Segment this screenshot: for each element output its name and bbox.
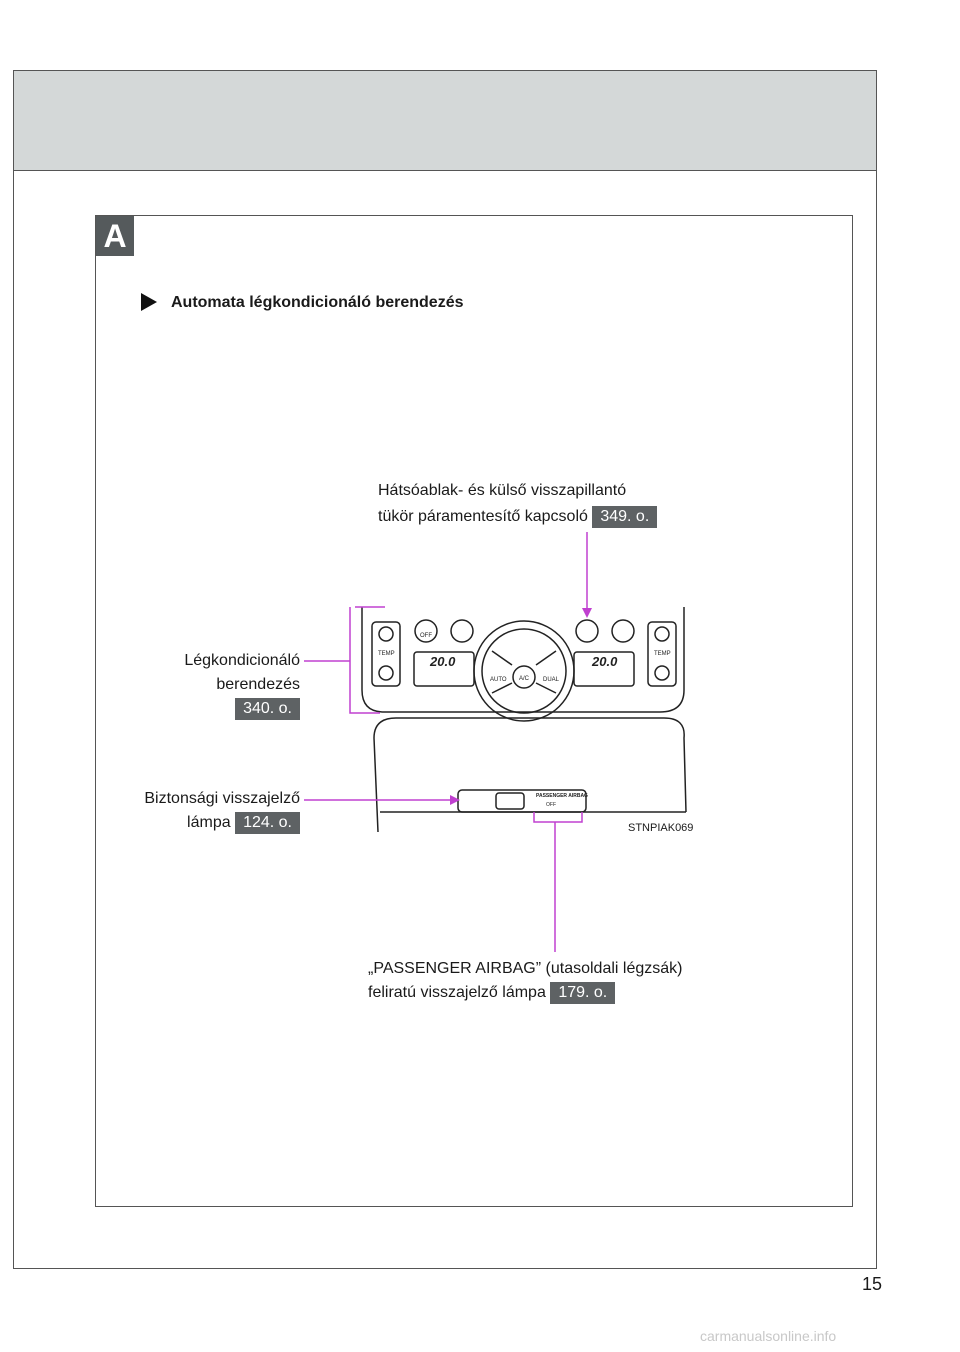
- callout-airbag-line1: „PASSENGER AIRBAG” (utasoldali légzsák): [368, 960, 683, 977]
- heading-arrow-icon: [141, 293, 157, 311]
- left-temp-up-button: [378, 626, 394, 642]
- page-frame: [13, 70, 877, 1269]
- fan-off-button: [414, 619, 438, 643]
- left-temp-down-button: [378, 665, 394, 681]
- callout-security-line1: Biztonsági visszajelző: [144, 790, 300, 807]
- section-heading: Automata légkondicionáló berendezés: [171, 294, 464, 311]
- right-temp-down-button: [654, 665, 670, 681]
- panel-upper-outline: [361, 607, 685, 713]
- rear-defogger-button: [575, 619, 599, 643]
- leader-air-conditioning: [304, 607, 380, 714]
- ac-button: [512, 665, 536, 689]
- recirculation-button: [611, 619, 635, 643]
- ref-link-passenger-airbag[interactable]: 179. o.: [550, 982, 616, 1004]
- ref-link-security[interactable]: 124. o.: [235, 812, 300, 834]
- airbag-strip-label: PASSENGER AIRBAG: [536, 793, 588, 799]
- callout-security-line2: lámpa 124. o.: [144, 812, 300, 834]
- front-defroster-button: [450, 619, 474, 643]
- auto-label: AUTO: [490, 677, 507, 683]
- left-temp-readout: 20.0: [429, 654, 456, 669]
- callout-ac-line2: berendezés: [216, 676, 300, 693]
- callout-ac-line1: Légkondicionáló: [184, 652, 300, 669]
- left-temp-block: [371, 621, 401, 687]
- right-temp-label: TEMP: [654, 651, 671, 657]
- right-temp-up-button: [654, 626, 670, 642]
- arrowhead-rear-defogger: [582, 608, 592, 618]
- callout-airbag-text: feliratú visszajelző lámpa: [368, 984, 546, 1001]
- page-number: 15: [862, 1274, 883, 1294]
- callout-security-indicator: Biztonsági visszajelző lámpa 124. o.: [144, 788, 300, 834]
- central-dial-outer: [473, 620, 575, 722]
- security-indicator-lamp: [495, 792, 525, 810]
- content-box: [95, 215, 853, 1207]
- right-temp-block: [647, 621, 677, 687]
- figure-code: STNPIAK069: [628, 822, 694, 834]
- callout-rear-defogger: Hátsóablak- és külső visszapillantó tükö…: [378, 480, 658, 528]
- callout-air-conditioning: Légkondicionáló berendezés 340. o.: [184, 650, 300, 720]
- callout-rear-defogger-line2: tükör páramentesítő kapcsoló 349. o.: [378, 506, 658, 528]
- callout-rear-defogger-text: tükör páramentesítő kapcsoló: [378, 508, 588, 525]
- left-temp-label: TEMP: [378, 651, 395, 657]
- ref-link-rear-defogger[interactable]: 349. o.: [592, 506, 658, 528]
- callout-rear-defogger-line1: Hátsóablak- és külső visszapillantó: [378, 482, 627, 499]
- header-band: [14, 71, 876, 171]
- section-badge: A: [96, 216, 134, 256]
- dashboard-lower-outline: [373, 717, 687, 833]
- callout-security-text: lámpa: [187, 814, 231, 831]
- dual-label: DUAL: [543, 677, 560, 683]
- leader-passenger-airbag: [533, 812, 583, 952]
- central-dial-inner: [481, 628, 567, 714]
- right-temp-readout: 20.0: [591, 654, 618, 669]
- arrowhead-security: [450, 795, 460, 805]
- watermark: carmanualsonline.info: [700, 1328, 837, 1344]
- fan-off-label: OFF: [420, 633, 432, 639]
- callout-airbag-line2: feliratú visszajelző lámpa 179. o.: [368, 982, 682, 1004]
- ref-link-air-conditioning[interactable]: 340. o.: [235, 698, 300, 720]
- callout-passenger-airbag: „PASSENGER AIRBAG” (utasoldali légzsák) …: [368, 958, 682, 1004]
- ac-label: A/C: [519, 676, 530, 682]
- airbag-strip-off: OFF: [546, 802, 556, 808]
